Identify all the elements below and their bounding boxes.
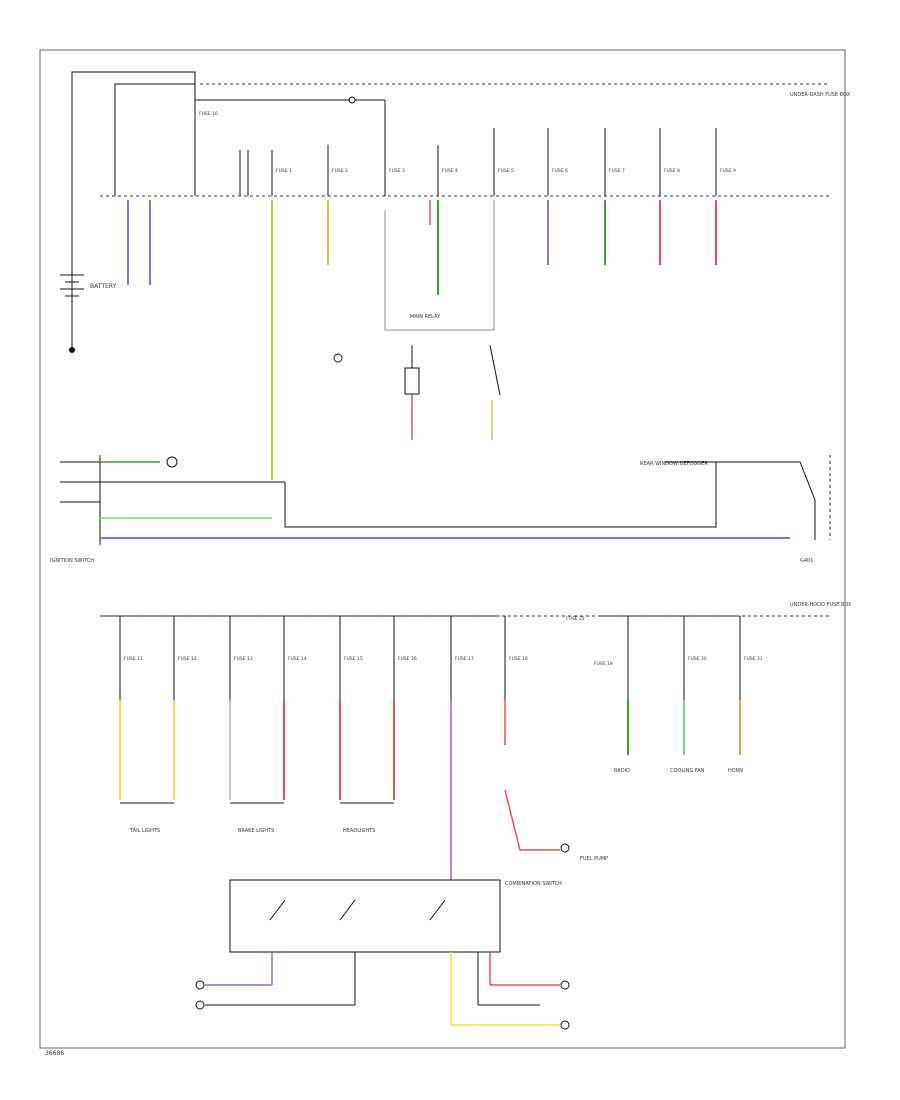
fuse-label: FUSE 8 bbox=[664, 168, 680, 174]
ground-label: G401 bbox=[800, 558, 813, 564]
component-labels: TAIL LIGHTS BRAKE LIGHTS HEADLIGHTS RADI… bbox=[129, 768, 743, 887]
ignition-label: IGNITION SWITCH bbox=[50, 558, 94, 564]
diagram-frame bbox=[39, 49, 846, 1049]
bottom-section: UNDER-HOOD FUSE BOX FUSE 11 FUSE 12 FUSE… bbox=[100, 602, 852, 1030]
fuse-label: FUSE 11 bbox=[124, 656, 143, 662]
fuse-label: FUSE 22 bbox=[566, 616, 585, 622]
fuse-label: FUSE 7 bbox=[609, 168, 625, 174]
component-label: COOLING FAN bbox=[670, 768, 705, 774]
rear-window-label: REAR WINDOW DEFOGGER bbox=[640, 461, 708, 467]
fuse-label: FUSE 20 bbox=[688, 656, 707, 662]
combination-switch bbox=[195, 789, 570, 1030]
fuse-label: FUSE 13 bbox=[234, 656, 253, 662]
fuse-label: FUSE 17 bbox=[455, 656, 474, 662]
top-colored-wires bbox=[127, 200, 717, 480]
component-label: FUEL PUMP bbox=[580, 856, 608, 862]
fuse-label: FUSE 6 bbox=[552, 168, 568, 174]
fuse-label: FUSE 1 bbox=[276, 168, 292, 174]
fuse-label: FUSE 10 bbox=[199, 111, 218, 117]
fuse-label: FUSE 15 bbox=[344, 656, 363, 662]
fuse-box-label: UNDER-DASH FUSE BOX bbox=[790, 92, 851, 98]
fuse-label: FUSE 3 bbox=[389, 168, 405, 174]
fuse-label: FUSE 5 bbox=[498, 168, 514, 174]
battery-label: BATTERY bbox=[90, 283, 117, 290]
fuse-label: FUSE 16 bbox=[398, 656, 417, 662]
component-label: BRAKE LIGHTS bbox=[238, 828, 274, 834]
main-relay-label: MAIN RELAY bbox=[410, 314, 441, 320]
component-label: RADIO bbox=[614, 768, 630, 774]
footer-id: 36686 bbox=[45, 1050, 64, 1057]
fuse-label: FUSE 21 bbox=[744, 656, 763, 662]
fuse-label: FUSE 18 bbox=[509, 656, 528, 662]
fuse-label: FUSE 12 bbox=[178, 656, 197, 662]
fuse-box-label: UNDER-HOOD FUSE BOX bbox=[790, 602, 852, 608]
fuse-label: FUSE 4 bbox=[442, 168, 458, 174]
fuse-labels-bottom: FUSE 11 FUSE 12 FUSE 13 FUSE 14 FUSE 15 … bbox=[124, 616, 763, 667]
fuse-label: FUSE 14 bbox=[288, 656, 307, 662]
fuse-label: FUSE 2 bbox=[332, 168, 348, 174]
top-fuse-columns bbox=[239, 128, 717, 196]
component-label: HEADLIGHTS bbox=[343, 828, 375, 834]
fuse-label: FUSE 9 bbox=[720, 168, 736, 174]
component-label: TAIL LIGHTS bbox=[129, 828, 160, 834]
top-section: BATTERY FUSE 1 FUSE 2 FUSE 3 FUSE 4 FUSE… bbox=[50, 71, 851, 564]
bottom-feeds bbox=[119, 616, 741, 700]
fuse-labels-top: FUSE 1 FUSE 2 FUSE 3 FUSE 4 FUSE 5 FUSE … bbox=[199, 111, 736, 174]
bottom-colored-wires bbox=[119, 700, 741, 880]
battery-icon bbox=[60, 274, 84, 353]
component-label: HORN bbox=[728, 768, 743, 774]
relay-components bbox=[333, 210, 501, 440]
ignition-switch bbox=[60, 455, 790, 545]
fuse-label: FUSE 19 bbox=[594, 661, 613, 667]
component-label: COMBINATION SWITCH bbox=[505, 881, 562, 887]
